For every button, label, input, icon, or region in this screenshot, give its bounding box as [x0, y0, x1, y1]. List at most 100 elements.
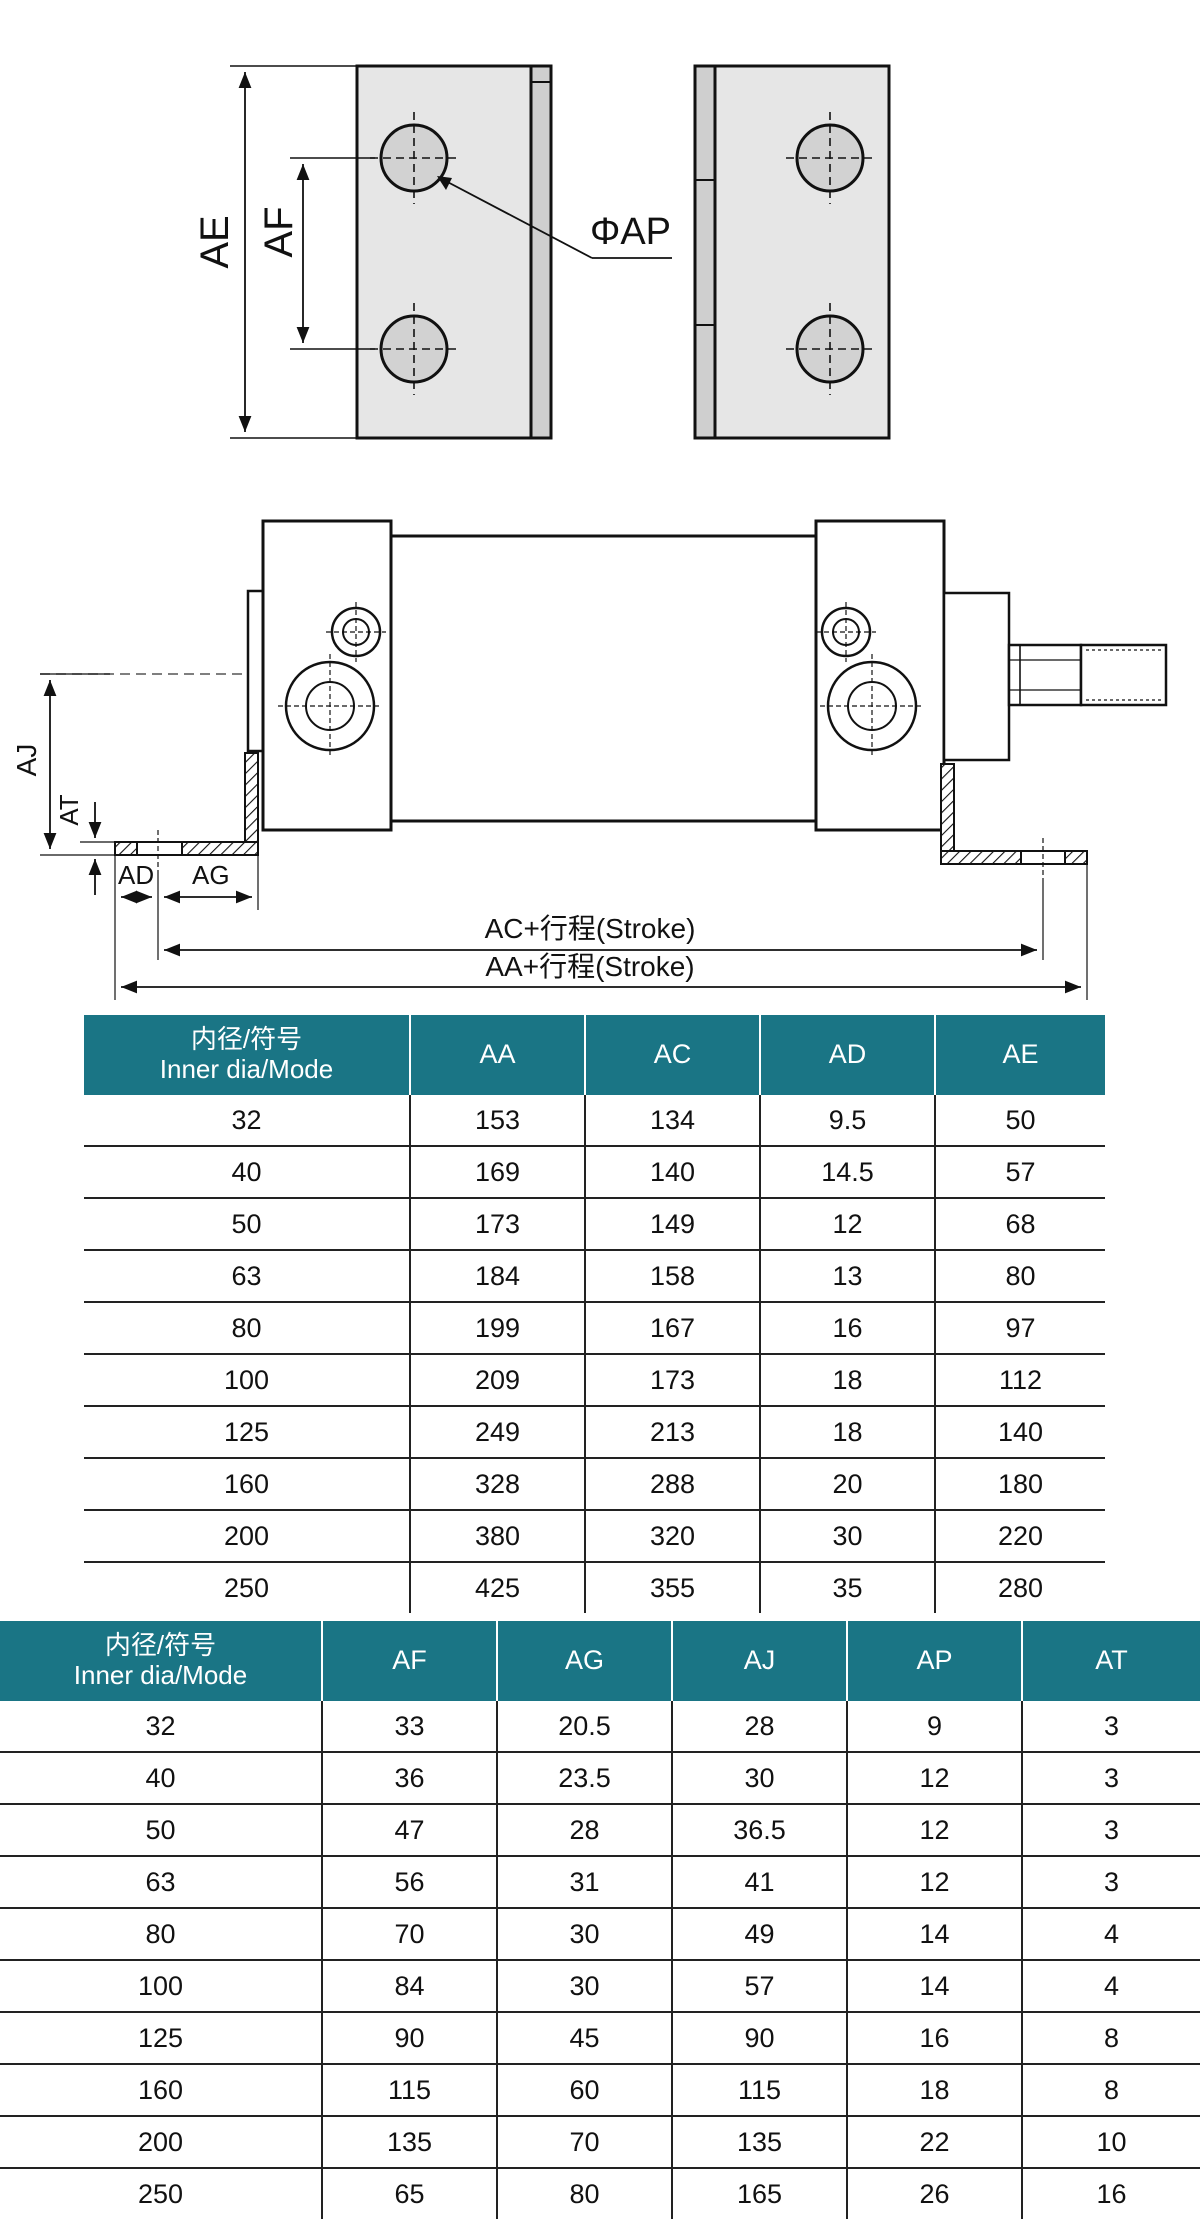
right-port-large — [820, 654, 924, 758]
side-hole-lower — [786, 303, 874, 395]
value-cell: 80 — [496, 2168, 672, 2219]
bracket-side-view — [693, 64, 891, 440]
value-cell: 70 — [496, 2116, 672, 2169]
value-cell: 12 — [846, 1752, 1022, 1805]
bore-size-cell: 125 — [0, 2012, 322, 2065]
dimension-ad: AD — [114, 855, 159, 1000]
value-cell: 209 — [409, 1354, 585, 1407]
value-cell: 97 — [934, 1302, 1105, 1355]
header-inner-dia: 内径/符号 Inner dia/Mode — [0, 1621, 322, 1701]
value-cell: 57 — [671, 1960, 847, 2013]
bore-size-cell: 63 — [84, 1250, 410, 1303]
bore-size-cell: 200 — [0, 2116, 322, 2169]
value-cell: 28 — [671, 1701, 847, 1753]
value-cell: 35 — [759, 1562, 935, 1613]
header-af: AF — [321, 1621, 497, 1701]
value-cell: 199 — [409, 1302, 585, 1355]
bore-size-cell: 250 — [137, 2178, 184, 2209]
value-cell: 288 — [584, 1458, 760, 1511]
value-cell: 84 — [321, 1960, 497, 2013]
value-cell: 90 — [671, 2012, 847, 2065]
dimension-af: AF — [257, 157, 375, 350]
value-cell: 169 — [409, 1146, 585, 1199]
value-cell: 41 — [671, 1856, 847, 1909]
cylinder-side-view — [40, 519, 1168, 880]
bore-size-cell: 32 — [0, 1701, 322, 1753]
bore-size-cell: 100 — [84, 1354, 410, 1407]
value-cell: 18 — [759, 1406, 935, 1459]
header-inner-dia-cn: 内径/符号 — [104, 1630, 217, 1661]
value-cell: 12 — [846, 1856, 1022, 1909]
bore-size-cell: 250 — [223, 1572, 270, 1603]
value-cell: 115 — [671, 2064, 847, 2117]
value-cell: 320 — [584, 1510, 760, 1563]
value-cell: 8 — [1021, 2012, 1200, 2065]
value-cell: 36 — [321, 1752, 497, 1805]
bore-size-cell: 125 — [84, 1406, 410, 1459]
label-ap: ΦAP — [590, 211, 671, 253]
label-af: AF — [257, 206, 301, 257]
bore-size-cell: 63 — [0, 1856, 322, 1909]
value-cell: 13 — [759, 1250, 935, 1303]
table-header-row: 内径/符号 Inner dia/Mode AF AG AJ AP AT — [0, 1621, 1200, 1701]
value-cell: 12 — [759, 1198, 935, 1251]
bore-size-cell: 100 — [0, 1960, 322, 2013]
dimension-ap-leader: ΦAP — [437, 176, 672, 259]
label-aj: AJ — [11, 744, 42, 777]
value-cell: 355 — [584, 1562, 760, 1613]
value-cell: 36.5 — [671, 1804, 847, 1857]
value-cell: 328 — [409, 1458, 585, 1511]
bore-size-cell: 80 — [84, 1302, 410, 1355]
header-inner-dia-en: Inner dia/Mode — [159, 1054, 334, 1084]
value-cell: 30 — [496, 1908, 672, 1961]
value-cell: 9 — [846, 1701, 1022, 1753]
value-cell: 153 — [409, 1095, 585, 1147]
header-inner-dia: 内径/符号 Inner dia/Mode — [84, 1015, 410, 1095]
dimension-ag: AG — [164, 855, 259, 910]
value-cell: 134 — [584, 1095, 760, 1147]
value-cell: 380 — [409, 1510, 585, 1563]
header-ap: AP — [846, 1621, 1022, 1701]
value-cell: 60 — [496, 2064, 672, 2117]
value-cell: 70 — [321, 1908, 497, 1961]
left-foot-bracket — [114, 752, 259, 870]
value-cell: 68 — [934, 1198, 1105, 1251]
value-cell: 30 — [496, 1960, 672, 2013]
header-inner-dia-cn: 内径/符号 — [190, 1024, 303, 1055]
label-ag: AG — [192, 860, 230, 890]
bore-size-cell: 40 — [0, 1752, 322, 1805]
bore-size-cell: 160 — [0, 2064, 322, 2117]
value-cell: 140 — [584, 1146, 760, 1199]
value-cell: 173 — [584, 1354, 760, 1407]
value-cell: 140 — [934, 1406, 1105, 1459]
mounting-hole-lower — [370, 303, 458, 395]
cylinder-foot-mount-drawing: AE AF ΦAP — [11, 64, 1168, 1000]
value-cell: 249 — [409, 1406, 585, 1459]
bore-size-cell: 200 — [84, 1510, 410, 1563]
value-cell: 18 — [846, 2064, 1022, 2117]
value-cell: 30 — [671, 1752, 847, 1805]
header-aj: AJ — [671, 1621, 847, 1701]
dimension-aj: AJ — [11, 673, 115, 856]
dimension-ae: AE — [193, 65, 357, 439]
value-cell: 10 — [1021, 2116, 1200, 2169]
value-cell: 16 — [1021, 2168, 1200, 2219]
right-port-small — [816, 602, 876, 662]
header-at: AT — [1021, 1621, 1200, 1701]
value-cell: 12 — [846, 1804, 1022, 1857]
value-cell: 45 — [496, 2012, 672, 2065]
header-ac: AC — [584, 1015, 760, 1095]
